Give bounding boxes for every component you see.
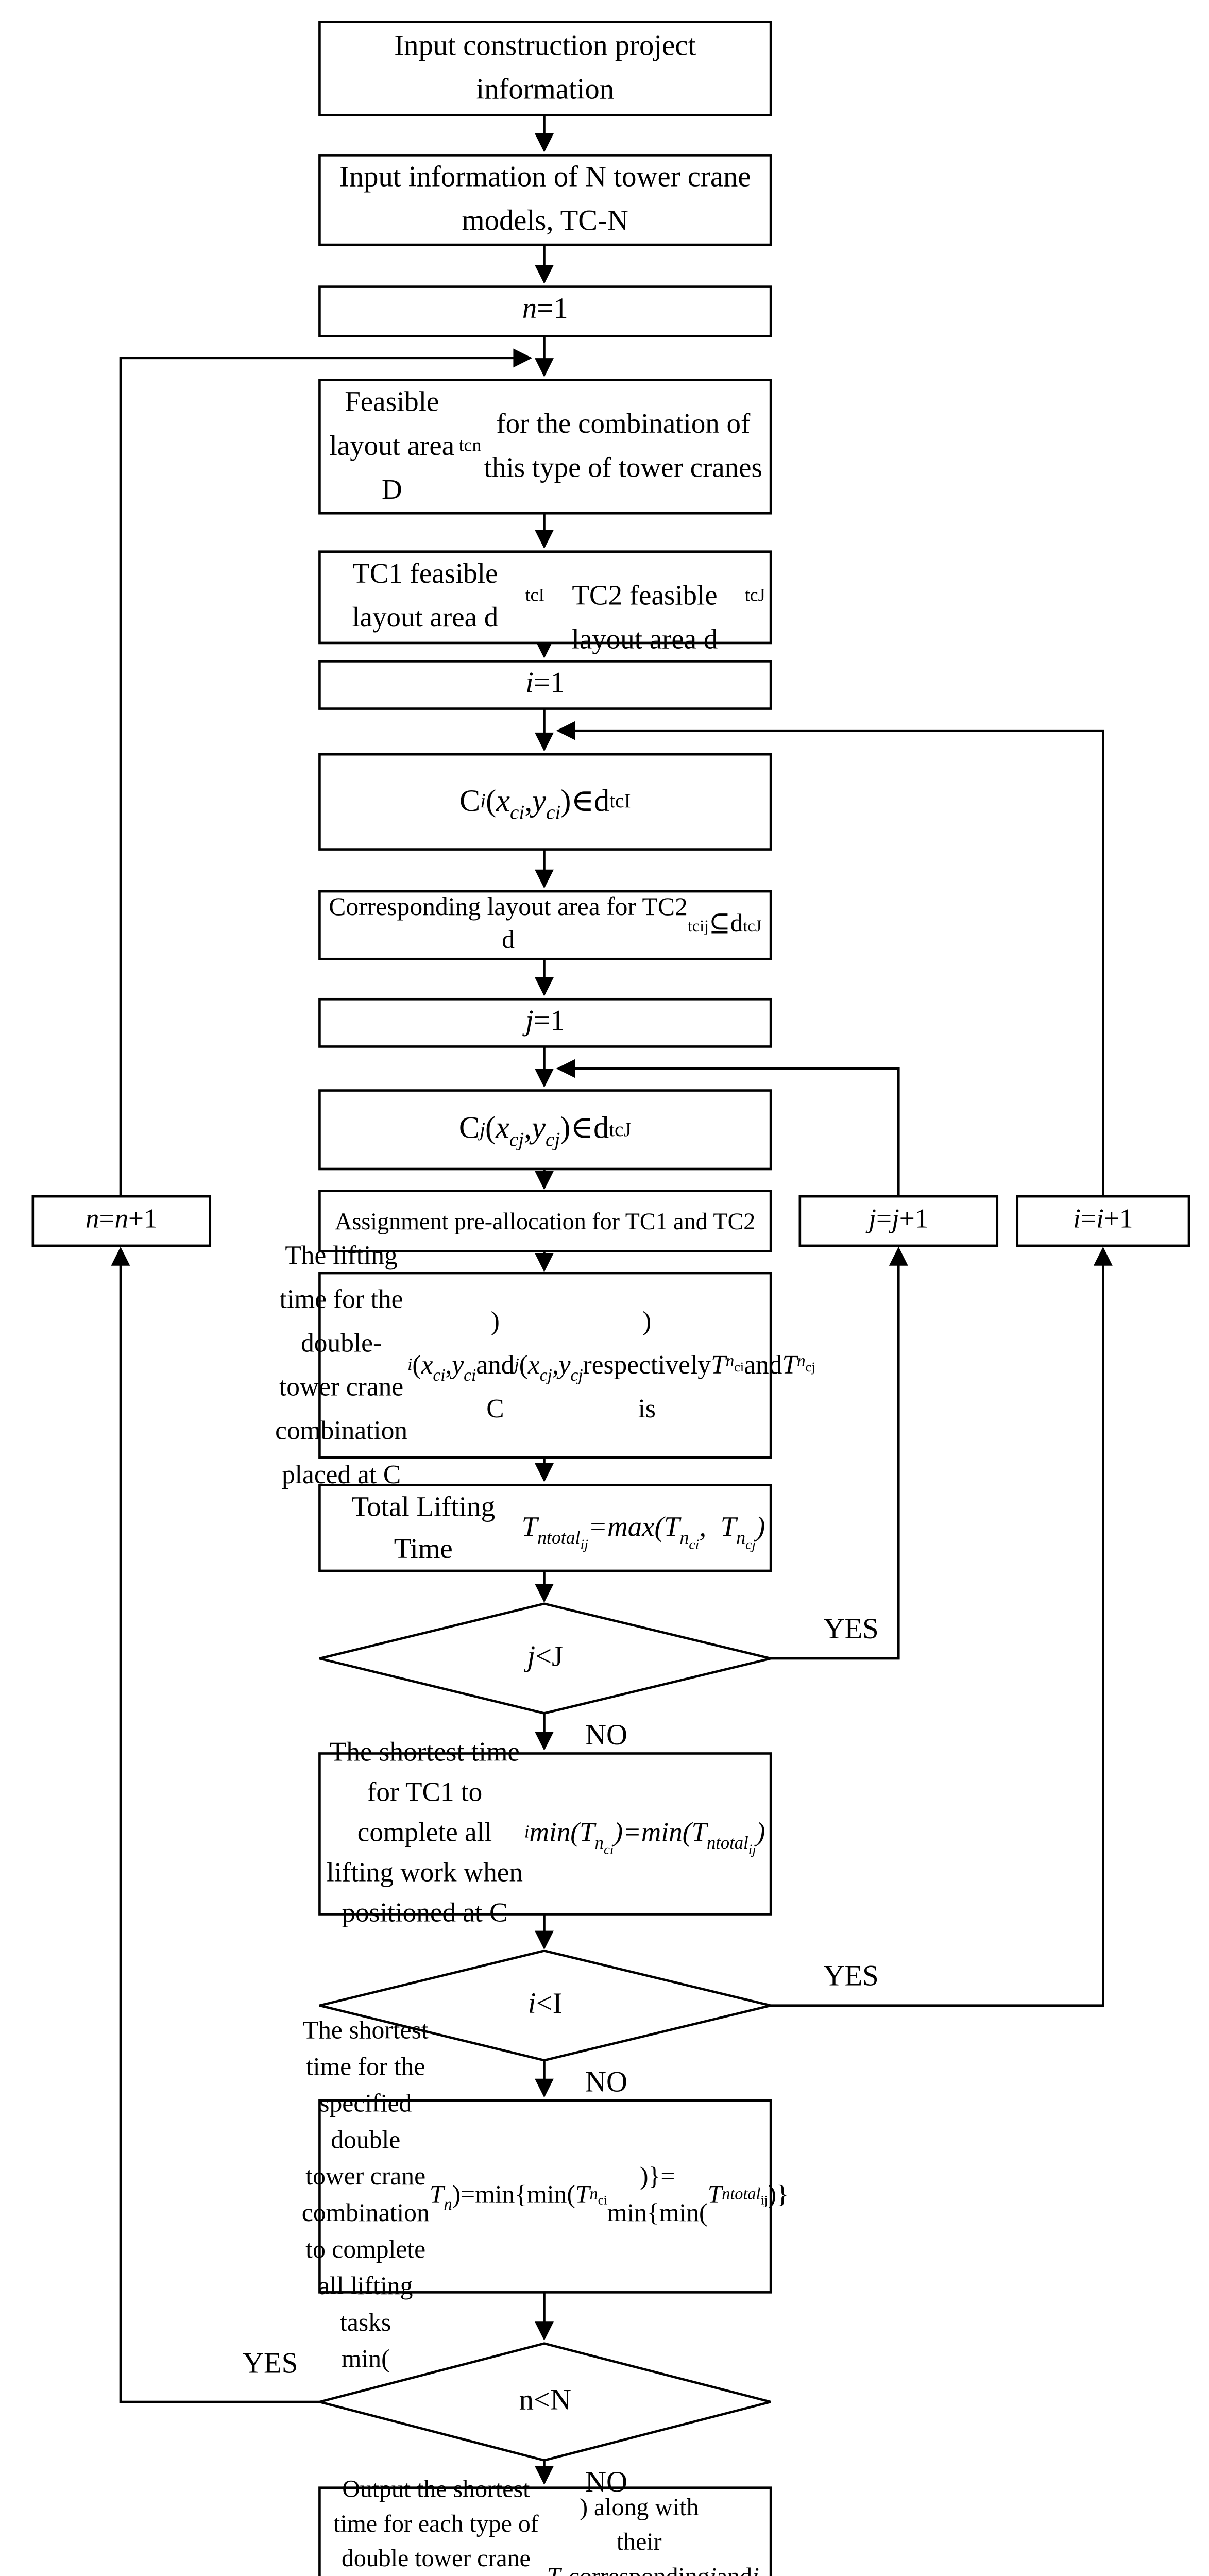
node-outlines <box>31 21 1190 2576</box>
box-input-project <box>318 21 772 116</box>
decision-j-label: j<J <box>527 1641 564 1673</box>
box-ci-in-area <box>318 753 772 851</box>
box-inc-j <box>798 1195 999 1247</box>
box-shortest-tc1 <box>318 1752 772 1916</box>
decision-j-no-label: NO <box>585 1720 627 1752</box>
decision-n-no-label: NO <box>585 2467 627 2499</box>
node-inc-n-label: n=n+1 <box>85 1205 158 1234</box>
decision-i-yes-label: YES <box>823 1961 879 1993</box>
decision-i-no-label: NO <box>585 2067 627 2099</box>
node-input-project-label: Input construction project information <box>394 30 696 105</box>
box-tc-areas <box>318 550 772 645</box>
node-output-label: Output the shortest time for each type o… <box>333 2475 765 2576</box>
node-init-n-label: n=1 <box>522 294 568 326</box>
decision-j-yes-label: YES <box>823 1615 879 1646</box>
node-input-crane-models-label: Input information of N tower crane model… <box>339 161 751 237</box>
diamond-decision-n <box>315 2342 771 2462</box>
box-inc-n <box>31 1195 212 1247</box>
node-shortest-combo-label: The shortest time for the specified doub… <box>301 2017 789 2374</box>
decision-n-label: n<N <box>519 2384 571 2416</box>
box-init-n <box>318 285 772 337</box>
box-inc-i <box>1016 1195 1190 1247</box>
node-lifting-time-label: The lifting time for the double-tower cr… <box>275 1241 815 1490</box>
box-feasible-layout <box>318 379 772 515</box>
decision-i-yes-line <box>771 1246 1113 2007</box>
decision-n-yes-line <box>111 1246 320 2403</box>
connectors <box>111 115 1113 2485</box>
decision-i-label: i<I <box>527 1988 563 2020</box>
box-total-time <box>318 1484 772 1572</box>
loop-n-return-line <box>119 348 533 1197</box>
box-assignment <box>318 1190 772 1252</box>
node-init-i-label: i=1 <box>525 668 565 699</box>
box-input-crane-models <box>318 154 772 246</box>
decision-n-yes-label: YES <box>243 2349 298 2380</box>
node-init-j-label: j=1 <box>525 1006 565 1037</box>
box-output <box>318 2486 772 2576</box>
node-assignment-label: Assignment pre-allocation for TC1 and TC… <box>335 1206 756 1234</box>
box-tc2-corresponding <box>318 890 772 960</box>
node-inc-i-label: i=i+1 <box>1073 1205 1133 1234</box>
diamond-decision-i <box>319 1950 771 2062</box>
node-shortest-tc1-label: The shortest time for TC1 to complete al… <box>326 1739 765 1929</box>
box-cj-in-area <box>318 1089 772 1171</box>
box-shortest-combo <box>318 2099 772 2294</box>
box-lifting-time <box>318 1272 772 1459</box>
box-init-j <box>318 997 772 1048</box>
decision-j-yes-line <box>771 1246 908 1660</box>
loop-i-return-line <box>556 721 1104 1197</box>
node-inc-j-label: j=j+1 <box>869 1205 929 1234</box>
loop-j-return-line <box>556 1059 900 1197</box>
diamond-decision-j <box>319 1602 771 1715</box>
box-init-i <box>318 660 772 710</box>
